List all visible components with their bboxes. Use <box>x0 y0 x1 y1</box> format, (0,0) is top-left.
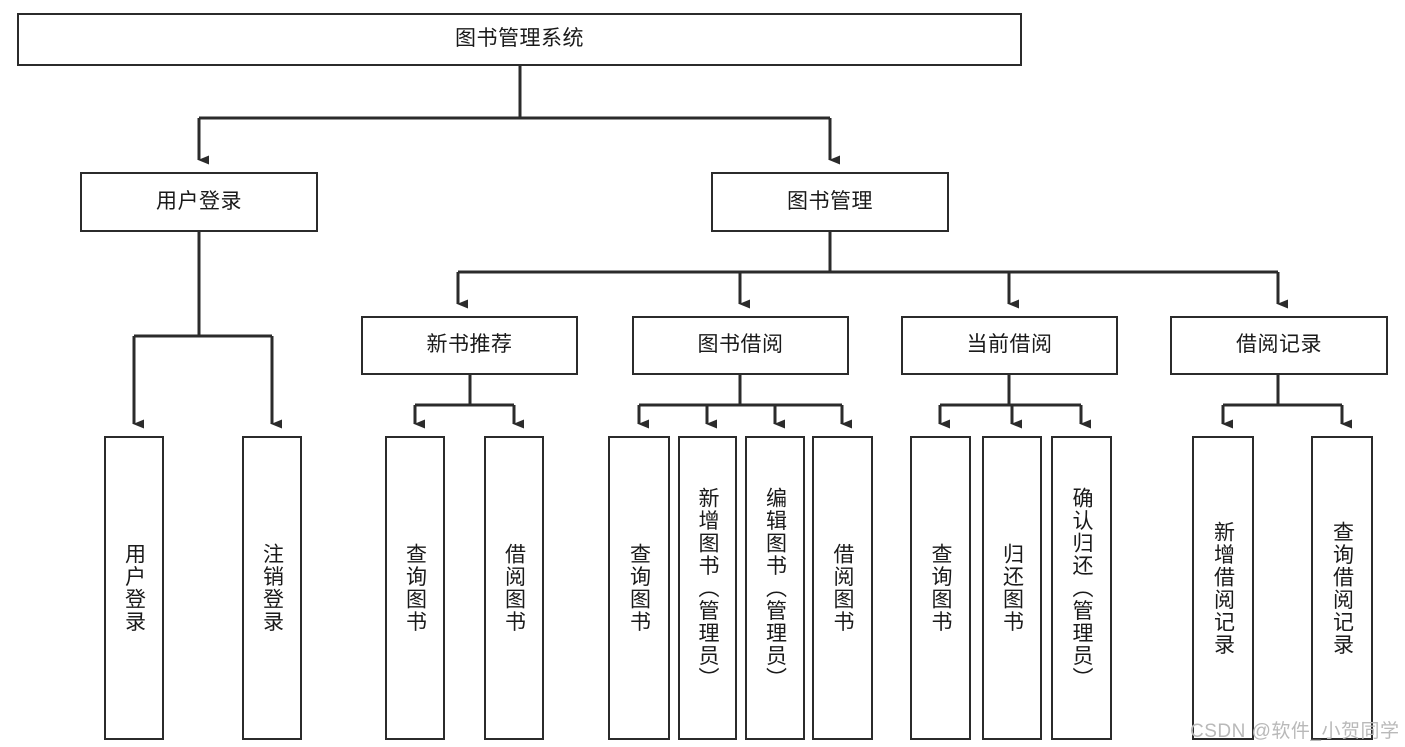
node-root-label: 图书管理系统 <box>455 27 584 51</box>
leaf-query-borrow-record-label: 查询借阅记录 <box>1330 520 1354 656</box>
leaf-query-book-borrow[interactable]: 查询图书 <box>608 436 670 740</box>
node-book-borrow[interactable]: 图书借阅 <box>632 316 849 375</box>
leaf-return-book-label: 归还图书 <box>1000 543 1024 633</box>
node-current-borrow[interactable]: 当前借阅 <box>901 316 1118 375</box>
node-new-book-recommend[interactable]: 新书推荐 <box>361 316 578 375</box>
leaf-query-book-current-label: 查询图书 <box>929 543 952 633</box>
leaf-user-login[interactable]: 用户登录 <box>104 436 164 740</box>
node-current-borrow-label: 当前借阅 <box>966 333 1053 357</box>
node-user-login-label: 用户登录 <box>156 189 242 213</box>
leaf-add-borrow-record[interactable]: 新增借阅记录 <box>1192 436 1254 740</box>
leaf-borrow-book-label: 借阅图书 <box>831 543 854 633</box>
leaf-confirm-return-admin-label: 确认归还（管理员） <box>1070 486 1093 690</box>
leaf-borrow-book[interactable]: 借阅图书 <box>812 436 873 740</box>
leaf-borrow-book-newbook-label: 借阅图书 <box>502 543 526 633</box>
node-book-management-label: 图书管理 <box>787 189 873 213</box>
leaf-query-borrow-record[interactable]: 查询借阅记录 <box>1311 436 1373 740</box>
node-borrow-records[interactable]: 借阅记录 <box>1170 316 1388 375</box>
node-borrow-records-label: 借阅记录 <box>1236 333 1322 357</box>
leaf-query-book-current[interactable]: 查询图书 <box>910 436 971 740</box>
leaf-logout-label: 注销登录 <box>260 543 284 633</box>
node-root[interactable]: 图书管理系统 <box>17 13 1022 66</box>
leaf-user-login-label: 用户登录 <box>122 543 146 633</box>
leaf-query-book-newbook[interactable]: 查询图书 <box>385 436 445 740</box>
node-book-management[interactable]: 图书管理 <box>711 172 949 232</box>
leaf-confirm-return-admin[interactable]: 确认归还（管理员） <box>1051 436 1112 740</box>
node-user-login[interactable]: 用户登录 <box>80 172 318 232</box>
csdn-watermark: CSDN @软件_小贺同学 <box>1190 721 1400 742</box>
leaf-return-book[interactable]: 归还图书 <box>982 436 1042 740</box>
leaf-query-book-newbook-label: 查询图书 <box>403 543 427 633</box>
leaf-borrow-book-newbook[interactable]: 借阅图书 <box>484 436 544 740</box>
leaf-query-book-borrow-label: 查询图书 <box>627 543 651 633</box>
leaf-edit-book-admin[interactable]: 编辑图书（管理员） <box>745 436 805 740</box>
node-new-book-recommend-label: 新书推荐 <box>426 333 513 357</box>
leaf-add-book-admin-label: 新增图书（管理员） <box>696 486 719 690</box>
node-book-borrow-label: 图书借阅 <box>697 333 784 357</box>
leaf-logout[interactable]: 注销登录 <box>242 436 302 740</box>
leaf-edit-book-admin-label: 编辑图书（管理员） <box>763 486 787 690</box>
leaf-add-borrow-record-label: 新增借阅记录 <box>1211 520 1235 656</box>
leaf-add-book-admin[interactable]: 新增图书（管理员） <box>678 436 737 740</box>
